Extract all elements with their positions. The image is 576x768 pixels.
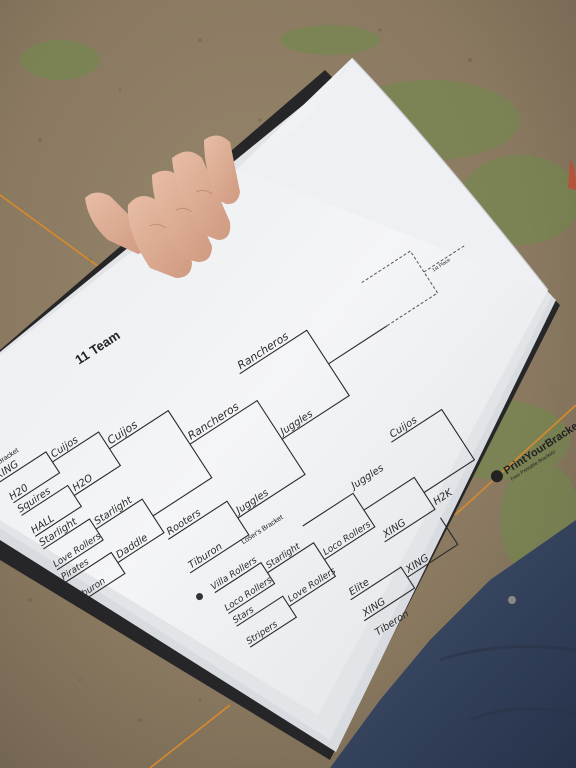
dirt-speckles (28, 28, 472, 722)
jeans-rivet (508, 596, 516, 604)
finger (204, 135, 240, 205)
string-line (454, 404, 576, 516)
hand (85, 135, 240, 278)
string-line (0, 194, 111, 276)
losers-bracket-lines (214, 408, 476, 648)
championship-dashed-lines (359, 244, 467, 327)
bracket-marker (196, 593, 204, 601)
thumb (85, 192, 149, 254)
string-line (149, 704, 231, 768)
finger (127, 196, 192, 278)
denim-jeans (330, 520, 576, 768)
finger (172, 151, 231, 240)
finger (152, 170, 212, 262)
background-object (568, 160, 576, 190)
winners-bracket-lines (0, 325, 388, 604)
